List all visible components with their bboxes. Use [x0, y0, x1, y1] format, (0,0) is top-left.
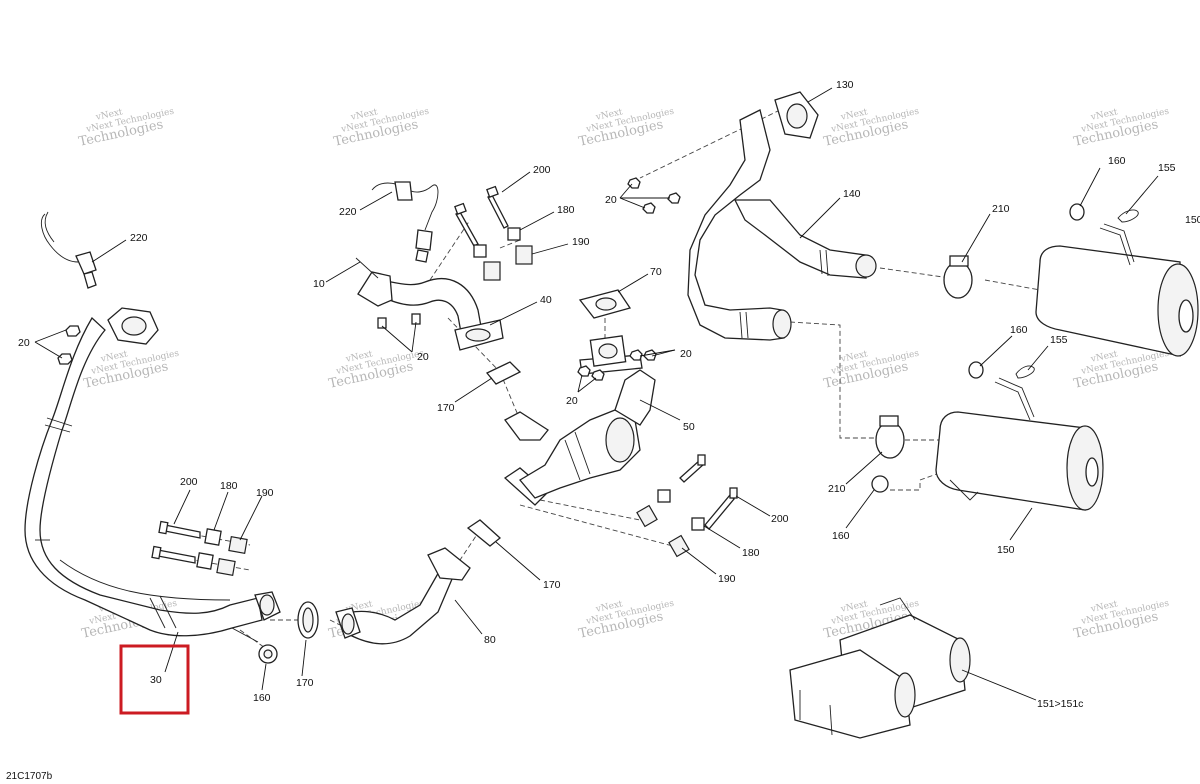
muffler-set-151: [789, 597, 971, 739]
callout-160[interactable]: 160: [1108, 155, 1126, 167]
callout-20[interactable]: 20: [566, 395, 578, 407]
clamp-210-lower: [875, 415, 905, 459]
callout-50[interactable]: 50: [683, 421, 695, 433]
callout-160[interactable]: 160: [1010, 324, 1028, 336]
diagram-code: 21C1707b: [6, 771, 53, 782]
muffler-150-lower: [935, 377, 1104, 511]
gasket-170-middle: [466, 519, 502, 547]
clip-155-lower: [1015, 365, 1035, 379]
callout-180[interactable]: 180: [220, 480, 238, 492]
pipe-80: [335, 547, 471, 645]
callout-180[interactable]: 180: [742, 547, 760, 559]
watermark: vNext vNext Technologies Technologies: [77, 107, 175, 150]
callout-200[interactable]: 200: [180, 476, 198, 488]
watermark: vNext vNext Technologies Technologies: [577, 107, 675, 150]
highlight-box-30[interactable]: [119, 644, 190, 715]
callout-200[interactable]: 200: [771, 513, 789, 525]
head-pipe-30: [24, 307, 281, 643]
callout-140[interactable]: 140: [843, 188, 861, 200]
grommet-160-mid: [968, 361, 984, 379]
callout-190[interactable]: 190: [572, 236, 590, 248]
nut-20-top: [627, 177, 681, 214]
watermark: vNext vNext Technologies Technologies: [332, 107, 430, 150]
fastener-set-top: [454, 185, 533, 281]
oxygen-sensor-220-left: [40, 211, 97, 289]
fastener-set-middle: [636, 454, 738, 558]
catalyst-50: [503, 335, 656, 506]
callout-10[interactable]: 10: [313, 278, 325, 290]
callout-20[interactable]: 20: [605, 194, 617, 206]
callout-160[interactable]: 160: [253, 692, 271, 704]
callout-180[interactable]: 180: [557, 204, 575, 216]
callout-155[interactable]: 155: [1050, 334, 1068, 346]
watermark: vNext vNext Technologies Technologies: [822, 349, 920, 392]
callout-40[interactable]: 40: [540, 294, 552, 306]
muffler-150-upper: [1035, 223, 1199, 357]
clamp-210-upper: [943, 255, 973, 299]
clip-155-upper: [1117, 209, 1139, 223]
callout-151[interactable]: 151>151c: [1037, 698, 1083, 710]
gasket-70: [578, 289, 632, 319]
stud-10: [355, 257, 379, 279]
gasket-170-top: [485, 361, 522, 385]
callout-150[interactable]: 150: [997, 544, 1015, 556]
gasket-170-lower: [297, 601, 319, 639]
nut-20-pipe40: [377, 313, 421, 329]
watermark: vNext vNext Technologies Technologies: [822, 107, 920, 150]
oxygen-sensor-220-middle: [371, 181, 439, 263]
pipe-40: [357, 271, 504, 351]
callouts: 220 20 220 10 20 200 180 190 40 170 130 …: [18, 79, 1200, 710]
callout-70[interactable]: 70: [650, 266, 662, 278]
callout-20[interactable]: 20: [417, 351, 429, 363]
callout-20[interactable]: 20: [680, 348, 692, 360]
callout-200[interactable]: 200: [533, 164, 551, 176]
watermark: vNext vNext Technologies Technologies: [577, 599, 675, 642]
callout-210[interactable]: 210: [992, 203, 1010, 215]
callout-220[interactable]: 220: [130, 232, 148, 244]
nut-20-catalyst: [577, 349, 657, 381]
callout-170[interactable]: 170: [543, 579, 561, 591]
callout-80[interactable]: 80: [484, 634, 496, 646]
watermark: vNext vNext Technologies Technologies: [1072, 107, 1170, 150]
callout-170[interactable]: 170: [437, 402, 455, 414]
callout-170[interactable]: 170: [296, 677, 314, 689]
grommet-160-upper: [1069, 203, 1085, 221]
watermark: vNext vNext Technologies Technologies: [1072, 599, 1170, 642]
callout-210[interactable]: 210: [828, 483, 846, 495]
gasket-160-lower: [258, 644, 278, 664]
callout-155[interactable]: 155: [1158, 162, 1176, 174]
leader-lines: [34, 87, 1159, 701]
grommet-160-lower: [871, 475, 889, 493]
callout-160[interactable]: 160: [832, 530, 850, 542]
callout-20[interactable]: 20: [18, 337, 30, 349]
y-pipe-140: [687, 109, 877, 341]
callout-220[interactable]: 220: [339, 206, 357, 218]
gasket-130: [774, 91, 819, 139]
fastener-set-lower-left: [151, 520, 248, 576]
callout-190[interactable]: 190: [718, 573, 736, 585]
callout-150[interactable]: 150: [1185, 214, 1200, 226]
callout-130[interactable]: 130: [836, 79, 854, 91]
callout-190[interactable]: 190: [256, 487, 274, 499]
callout-30[interactable]: 30: [150, 674, 162, 686]
